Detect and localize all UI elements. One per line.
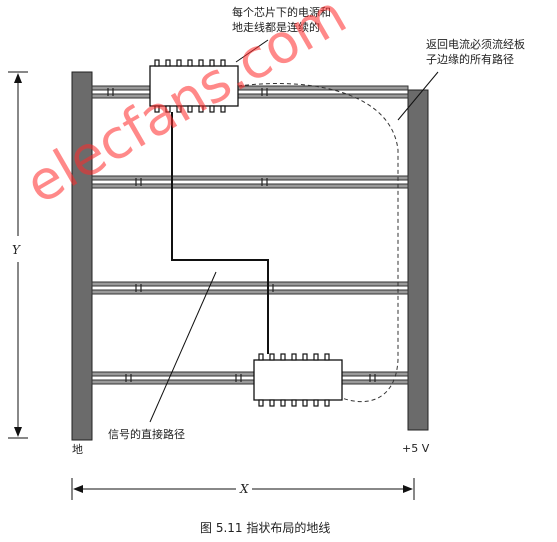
capacitor-8 [235,374,242,382]
finger-trace-4b [91,379,409,385]
top-note-line1: 每个芯片下的电源和 [232,5,331,19]
finger-trace-1b [91,93,409,99]
finger-trace-1a [91,85,409,91]
return-current-path [237,83,399,403]
x-dimension-label: X [239,482,249,496]
capacitor-7 [125,374,132,382]
capacitor-1 [107,88,114,96]
x-dimension [71,478,415,500]
finger-trace-3a [91,281,409,287]
y-dimension-label: Y [12,243,21,257]
figure-caption: 图 5.11 指状布局的地线 [200,520,330,535]
right-note-line1: 返回电流必须流经板 [426,37,525,51]
top-note-line2: 地走线都是连续的 [232,20,320,34]
signal-path-label: 信号的直接路径 [108,427,185,441]
chip-bottom [253,353,343,407]
leader-top-note [235,39,269,63]
finger-trace-2a [91,175,409,181]
signal-path-line [171,112,269,354]
leader-signal-path [149,271,217,423]
finger-traces [91,85,409,385]
leader-right-note [397,71,439,121]
capacitor-4 [261,178,268,186]
capacitor-2 [261,88,268,96]
ground-label: 地 [72,443,83,456]
power-label: +5 V [402,442,430,455]
capacitor-9 [369,374,376,382]
finger-trace-4a [91,371,409,377]
ground-rail [71,71,93,441]
decoupling-capacitors [107,88,376,382]
finger-trace-3b [91,289,409,295]
finger-trace-2b [91,183,409,189]
right-note-line2: 子边缘的所有路径 [426,52,514,66]
y-dimension [8,71,28,439]
capacitor-5 [135,284,142,292]
power-rail [407,89,429,431]
capacitor-3 [135,178,142,186]
